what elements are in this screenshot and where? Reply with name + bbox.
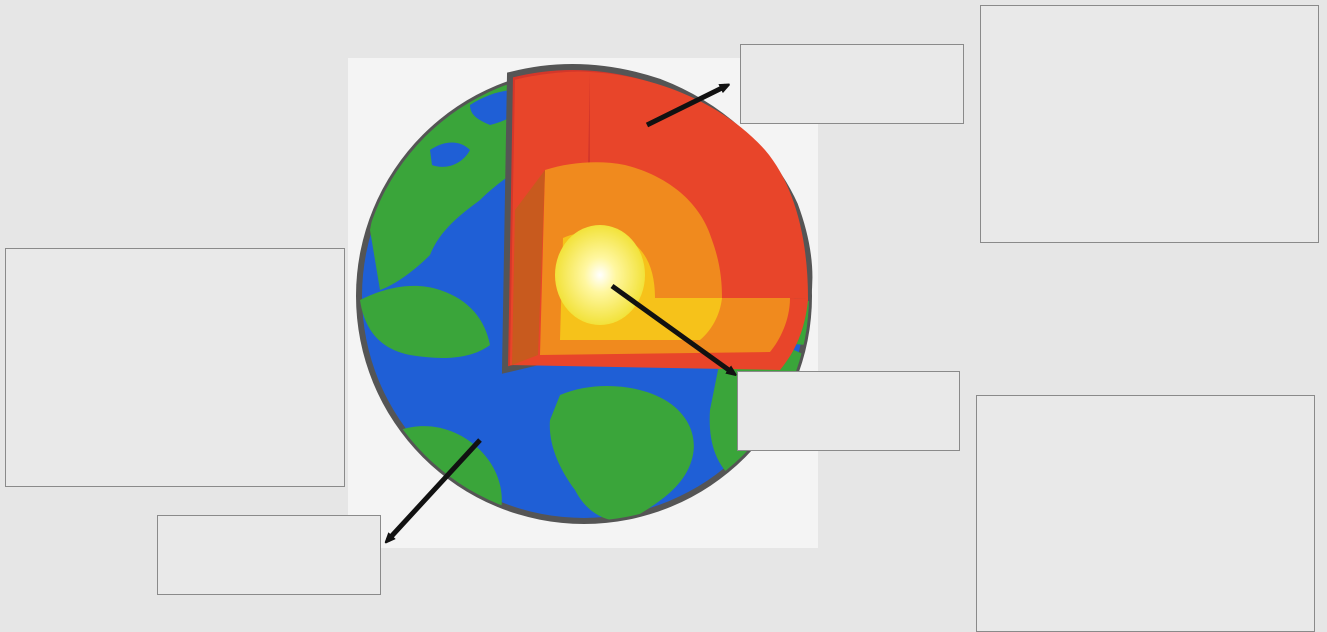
note-box-bottom-right[interactable]	[976, 395, 1315, 632]
earth-cutaway-icon	[356, 63, 813, 524]
crust-label-text	[741, 45, 963, 57]
surface-label-text	[158, 516, 380, 528]
note-left-text	[6, 249, 344, 261]
arrow-icon-core	[610, 283, 733, 373]
core-label-box[interactable]	[737, 371, 960, 451]
note-box-left[interactable]	[5, 248, 345, 487]
arrow-icon-crust	[645, 86, 726, 128]
interior-layers	[501, 63, 813, 374]
note-box-top-right[interactable]	[980, 5, 1319, 243]
note-bottom-right-text	[977, 396, 1314, 408]
mantle-side	[512, 170, 545, 365]
surface-label-box[interactable]	[157, 515, 381, 595]
core-label-text	[738, 372, 959, 384]
arrow-icon-surface	[388, 438, 482, 540]
note-top-right-text	[981, 6, 1318, 18]
inner-core	[555, 225, 645, 325]
crust-label-box[interactable]	[740, 44, 964, 124]
